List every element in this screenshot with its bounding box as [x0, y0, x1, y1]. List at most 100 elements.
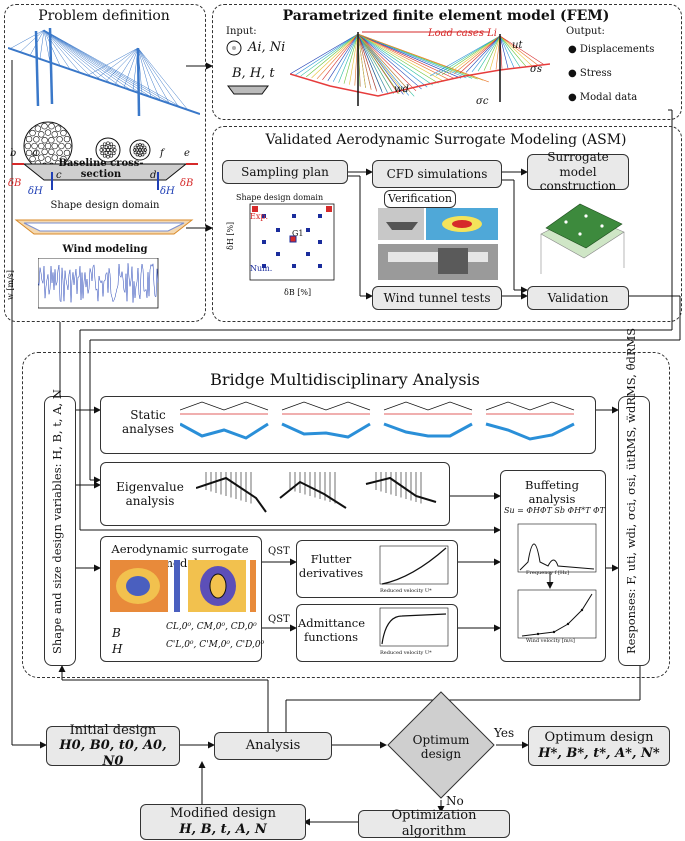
cable-strand: [137, 150, 141, 154]
aero-contour-plots: [110, 560, 256, 612]
fem-cable: [499, 35, 527, 67]
cable-strand: [141, 148, 145, 152]
fem-cable: [357, 33, 489, 83]
cable-strand: [102, 148, 107, 152]
point-f-label: f: [160, 148, 164, 159]
fem-cable: [357, 33, 428, 88]
point-e-label: e: [184, 148, 190, 159]
cable-section-icon: [226, 40, 242, 56]
cable-strand: [138, 142, 142, 146]
aero-coef2: C'L,0⁰, C'M,0⁰, C'D,0⁰: [166, 640, 265, 650]
stay-cable: [43, 29, 141, 94]
cable-strand: [60, 155, 67, 163]
sample-point: [276, 252, 280, 256]
asm-xlabel: δB [%]: [284, 288, 312, 297]
cable-strand: [144, 148, 148, 152]
cable-strand: [135, 143, 139, 147]
cable-strand: [102, 142, 107, 146]
fem-cable: [357, 33, 422, 90]
fem-cable: [290, 33, 359, 75]
validation-box: Validation: [527, 286, 629, 310]
static-deformation: [485, 422, 575, 441]
fem-panel: [212, 4, 682, 120]
fem-cable: [357, 33, 372, 90]
fem-cable: [357, 33, 366, 89]
cable-strand: [100, 151, 104, 156]
optimum-question: Optimum design: [412, 733, 470, 761]
asm-num-label: Num.: [250, 264, 273, 273]
stay-cable: [132, 47, 139, 91]
static-deformation: [180, 422, 269, 440]
sample-point: [262, 240, 266, 244]
stay-cable: [43, 29, 101, 80]
responses-bar: [618, 396, 650, 666]
cable-strand: [107, 145, 112, 149]
cable-strand: [64, 142, 72, 150]
stay-cable: [123, 47, 139, 88]
cable-strand: [38, 142, 45, 150]
stay-cable: [43, 29, 131, 90]
cable-strand: [141, 143, 145, 147]
bma-panel: [22, 352, 670, 678]
stay-cable: [19, 29, 45, 53]
cable-strand: [25, 135, 33, 143]
fem-cable: [499, 35, 545, 65]
cable-strand: [106, 141, 110, 146]
cable-strand: [107, 151, 112, 155]
cable-strand: [106, 148, 110, 152]
admittance-xlabel: Reduced velocity U*: [380, 650, 432, 656]
eigenvalue-label: Eigenvalue analysis: [116, 480, 184, 508]
stay-cable: [43, 29, 91, 77]
cable-strand: [112, 144, 116, 149]
surrogate-surface-plot: [540, 203, 625, 274]
cable-strand: [51, 154, 58, 161]
sigma-c-label: σc: [476, 96, 489, 107]
fem-cable: [295, 33, 359, 76]
fem-cable: [311, 33, 359, 79]
deck-shape-icon: [227, 85, 269, 95]
load-cases-label: Load cases Li: [428, 28, 497, 39]
cable-strand: [41, 122, 48, 130]
stay-cable: [87, 47, 139, 76]
stay-cable: [137, 47, 179, 106]
cfd-simulations-box: CFD simulations: [372, 160, 502, 188]
sample-point: [318, 240, 322, 244]
flutter-xlabel: Reduced velocity U*: [380, 588, 432, 594]
ut-label: ut: [512, 40, 523, 51]
eigenvalue-box: [100, 462, 450, 526]
sample-point: [262, 264, 266, 268]
cable-strand: [132, 148, 136, 152]
asm-g1-label: G1: [292, 229, 304, 238]
point-d-label: d: [150, 170, 157, 181]
cable-strand: [44, 142, 52, 150]
output-stress: ● Stress: [568, 68, 612, 79]
stay-cable: [105, 47, 139, 82]
fem-cable: [499, 35, 533, 67]
fem-cable: [435, 35, 501, 76]
stay-cable: [43, 29, 61, 66]
cable-strand: [133, 145, 137, 149]
cable-strand: [24, 142, 32, 150]
cable-strand: [104, 151, 109, 155]
static-pylons: [485, 401, 575, 411]
fem-cable: [357, 33, 433, 86]
responses-label: Responses: F, uti, wdi, σci, σsi, ütRMS,…: [624, 327, 638, 654]
fem-output-label: Output:: [566, 26, 605, 37]
cable-strand: [51, 142, 58, 150]
stay-cable: [137, 47, 170, 103]
cable-strand: [112, 148, 117, 152]
fem-cable: [453, 35, 501, 74]
fem-cable: [357, 33, 450, 81]
flutter-plot: [379, 545, 449, 585]
fem-title: Parametrized finite element model (FEM): [282, 8, 610, 24]
fem-cable: [343, 33, 359, 84]
design-variables-label: Shape and size design variables: H, B, t…: [50, 389, 64, 654]
initial-design-box: Initial design H0, B0, t0, A0, N0: [46, 723, 180, 769]
stay-cable: [43, 29, 111, 83]
design-variables-bar: [44, 396, 76, 666]
stay-cable: [29, 29, 45, 56]
fem-shape-label: B, H, t: [232, 66, 275, 81]
cable-strand: [25, 149, 33, 157]
aero-h-label: H: [112, 642, 123, 656]
sigma-s-label: σs: [530, 64, 542, 75]
